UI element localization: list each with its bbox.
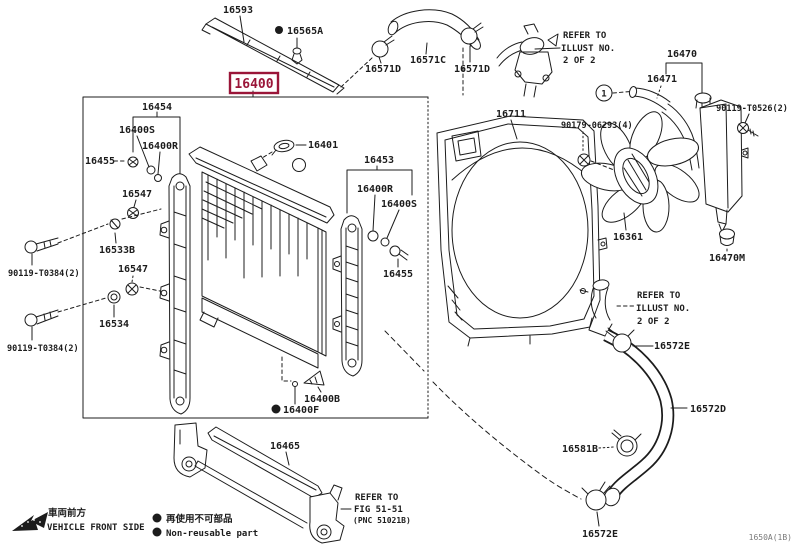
lower-hose-drawing [603, 329, 688, 507]
fan-drawing [577, 111, 700, 233]
part-label-16572e-1[interactable]: 16572E [654, 341, 690, 352]
legend-non-reusable-jp: 再使用不可部品 [166, 513, 233, 525]
hose-clamp-lower-drawing [384, 327, 654, 527]
part-label-90119-t0384-1[interactable]: 90119-T0384(2) [8, 269, 80, 279]
part-label-16455-2[interactable]: 16455 [383, 269, 413, 280]
part-label-16534[interactable]: 16534 [99, 319, 129, 330]
part-label-16400r-1[interactable]: 16400R [142, 141, 179, 152]
bolt-drawing-t0526 [737, 113, 759, 137]
refer-illust-top-line1: REFER TO [563, 31, 607, 41]
refer-illust-top-line2: ILLUST NO. [561, 44, 615, 54]
part-label-16471[interactable]: 16471 [647, 74, 677, 85]
bolt-drawing-t0384 [24, 237, 59, 341]
part-label-16470[interactable]: 16470 [667, 49, 697, 60]
radiator-assembly-box [82, 96, 429, 419]
part-label-16571d-2[interactable]: 16571D [454, 64, 490, 75]
part-label-16572e-2[interactable]: 16572E [582, 529, 618, 540]
non-reusable-bullet-icon [271, 404, 281, 414]
mount-wedge-drawing [281, 356, 325, 405]
left-bracket-drawing [132, 111, 191, 415]
selected-part-box [228, 71, 280, 95]
reservoir-tank-drawing [656, 62, 749, 252]
part-label-16400s-2[interactable]: 16400S [381, 199, 417, 210]
lower-support-drawing [173, 422, 352, 544]
clip-drawing [291, 37, 303, 65]
part-label-16593[interactable]: 16593 [223, 5, 253, 16]
part-label-16547-2[interactable]: 16547 [118, 264, 148, 275]
part-label-16361[interactable]: 16361 [613, 232, 643, 243]
upper-hose-drawing [387, 9, 481, 55]
part-label-90119-t0526[interactable]: 90119-T0526(2) [716, 104, 788, 114]
non-reusable-bullet-icon [275, 26, 283, 34]
part-label-16571c[interactable]: 16571C [410, 55, 446, 66]
part-label-90179-06293[interactable]: 90179-06293(4) [561, 121, 633, 131]
part-label-16470m[interactable]: 16470M [709, 253, 745, 264]
legend-non-reusable-en: Non-reusable part [166, 529, 258, 539]
right-bracket-drawing [332, 165, 413, 377]
refer-illust-mid-line1: REFER TO [637, 291, 681, 301]
vehicle-front-label-jp: 車両前方 [48, 507, 87, 519]
part-label-16400b[interactable]: 16400B [304, 394, 340, 405]
callout-ref-number[interactable]: 1 [601, 90, 606, 100]
drawing-number: 1650A(1B) [749, 533, 792, 542]
fan-shroud-drawing [436, 115, 608, 347]
part-label-16547-1[interactable]: 16547 [122, 189, 152, 200]
part-label-16533b[interactable]: 16533B [99, 245, 135, 256]
part-label-16581b[interactable]: 16581B [562, 444, 598, 455]
baffle-drawing [201, 15, 345, 95]
refer-fig-line3: (PNC 51021B) [353, 516, 411, 525]
refer-fig-line1: REFER TO [355, 493, 399, 503]
refer-fig-line2: FIG 51-51 [354, 505, 403, 515]
part-label-16400r-2[interactable]: 16400R [357, 184, 394, 195]
part-label-16571d-1[interactable]: 16571D [365, 64, 401, 75]
non-reusable-bullet-icon [152, 513, 162, 523]
part-label-16455-1[interactable]: 16455 [85, 156, 115, 167]
part-label-90119-t0384-2[interactable]: 90119-T0384(2) [7, 344, 79, 354]
part-label-16465[interactable]: 16465 [270, 441, 300, 452]
refer-illust-top-line3: 2 OF 2 [563, 56, 596, 66]
radiator-drawing [188, 139, 335, 369]
callout-circle [595, 84, 700, 171]
water-inlet-drawing [496, 23, 561, 98]
part-label-16711[interactable]: 16711 [496, 109, 526, 120]
vehicle-front-label-en: VEHICLE FRONT SIDE [47, 523, 145, 533]
part-label-16454[interactable]: 16454 [142, 102, 172, 113]
part-label-16400f[interactable]: 16400F [283, 405, 319, 416]
part-label-16401[interactable]: 16401 [308, 140, 338, 151]
grommet-drawing-left [57, 135, 162, 318]
part-label-16400s-1[interactable]: 16400S [119, 125, 155, 136]
refer-illust-mid-line3: 2 OF 2 [637, 317, 670, 327]
part-label-16400: 16400 [234, 77, 273, 92]
selected-part-callout[interactable]: 16400 [228, 71, 280, 98]
refer-illust-mid-line2: ILLUST NO. [636, 304, 690, 314]
hose-clamp-drawing [340, 22, 484, 96]
part-label-16565a[interactable]: 16565A [287, 26, 323, 37]
vehicle-front-arrow-icon [12, 512, 48, 531]
non-reusable-bullet-icon [152, 527, 162, 537]
part-label-16453[interactable]: 16453 [364, 155, 394, 166]
part-label-16572d[interactable]: 16572D [690, 404, 726, 415]
